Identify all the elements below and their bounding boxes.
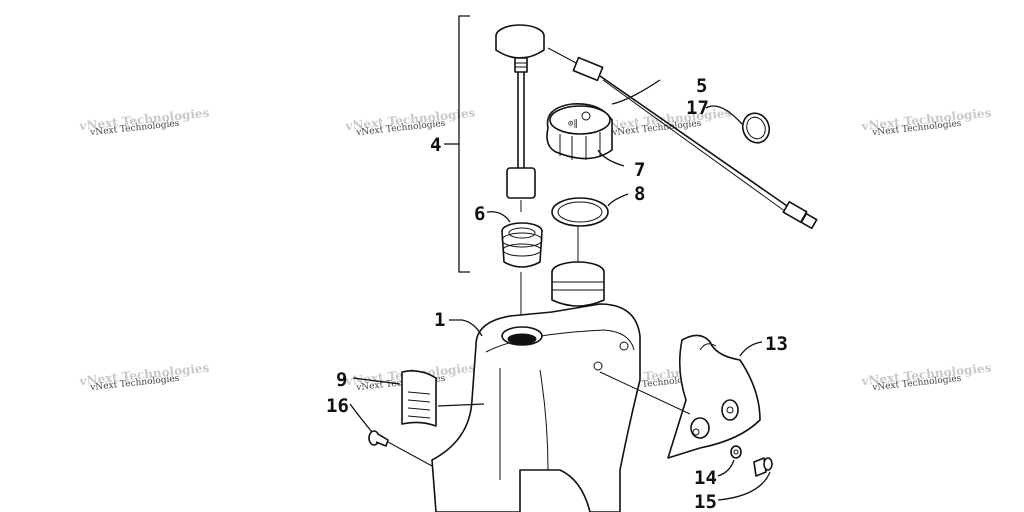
grommet [501,222,543,268]
projection-line [599,371,691,415]
sensor-harness [572,56,818,230]
callout-16: 16 [326,395,349,417]
fuel-tank [431,261,641,512]
heat-shield [667,334,761,459]
assembly-bracket [458,15,470,273]
callout-13: 13 [765,333,788,355]
bolt [753,457,773,477]
callout-15: 15 [694,491,717,512]
cap-marking-icon: ⊙∥ [568,119,578,129]
callout-6: 6 [474,203,485,225]
projection-line [547,47,579,65]
fuel-gauge-sender [495,24,545,212]
warning-decal [401,370,437,427]
leader-lines [349,79,771,501]
callout-14: 14 [694,467,717,489]
screw [368,430,433,467]
callout-17: 17 [686,97,709,119]
callout-5: 5 [696,75,707,97]
gasket-ring [551,197,609,227]
callout-7: 7 [634,159,645,181]
hose-clamp [741,112,771,144]
callout-9: 9 [336,369,347,391]
callout-8: 8 [634,183,645,205]
washer [730,445,742,459]
callout-1: 1 [434,309,445,331]
callout-4: 4 [430,134,441,156]
gas-cap: ⊙∥ [546,103,613,160]
